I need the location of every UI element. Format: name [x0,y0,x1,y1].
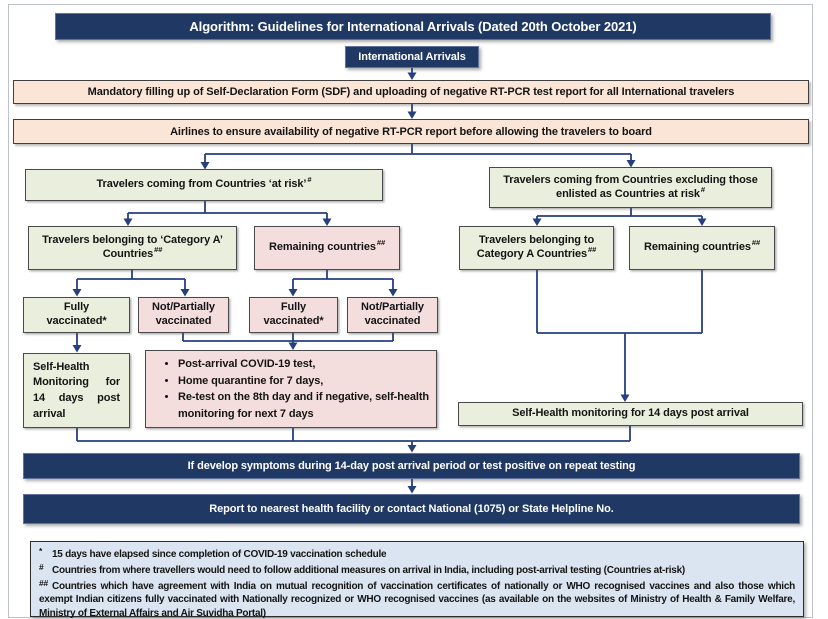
footnote-hash: #Countries from where travellers would n… [39,561,686,576]
footnote-asterisk: *15 days have elapsed since completion o… [39,546,387,560]
node-category-a-right: Travelers belonging to Category A Countr… [459,226,614,270]
node-sdf-mandatory: Mandatory filling up of Self-Declaration… [13,80,809,104]
node-symptoms-bar: If develop symptoms during 14-day post a… [23,452,800,479]
node-not-partially-vaccinated-cat-a: Not/Partially vaccinated [138,297,229,333]
node-fully-vaccinated-cat-a: Fully vaccinated* [23,297,130,333]
node-countries-excluding-risk: Travelers coming from Countries excludin… [489,167,772,208]
node-label: Travelers coming from Countries ‘at risk… [96,175,312,191]
node-self-health-monitoring-left: Self-Health Monitoring for 14 days post … [23,352,130,428]
node-post-arrival-steps: Post-arrival COVID-19 test, Home quarant… [145,350,437,428]
node-airlines-check: Airlines to ensure availability of negat… [13,119,809,144]
arrowheads [72,72,707,494]
node-self-health-monitoring-right: Self-Health monitoring for 14 days post … [458,402,803,426]
step-item: Post-arrival COVID-19 test, [178,356,430,373]
node-label: Remaining countries## [643,238,761,254]
step-item: Home quarantine for 7 days, [178,373,430,390]
footnotes-box: *15 days have elapsed since completion o… [30,541,804,619]
node-category-a-left: Travelers belonging to ‘Category A’ Coun… [28,226,237,270]
node-countries-at-risk: Travelers coming from Countries ‘at risk… [25,169,383,201]
node-remaining-countries-right: Remaining countries## [629,226,775,270]
step-item: Re-test on the 8th day and if negative, … [178,389,430,422]
node-international-arrivals: International Arrivals [345,46,479,68]
node-label: Travelers coming from Countries excludin… [503,173,758,200]
node-label: Travelers belonging to Category A Countr… [476,234,597,260]
node-fully-vaccinated-remaining: Fully vaccinated* [249,297,338,333]
node-label: Remaining countries## [268,238,386,254]
node-not-partially-vaccinated-remaining: Not/Partially vaccinated [347,297,438,333]
page-title: Algorithm: Guidelines for International … [55,13,771,40]
footnote-double-hash: ##Countries which have agreement with In… [39,577,795,619]
node-report-bar: Report to nearest health facility or con… [23,493,800,524]
post-arrival-steps-list: Post-arrival COVID-19 test, Home quarant… [152,356,430,422]
node-remaining-countries-left: Remaining countries## [254,226,400,270]
node-label: Travelers belonging to ‘Category A’ Coun… [42,234,223,260]
